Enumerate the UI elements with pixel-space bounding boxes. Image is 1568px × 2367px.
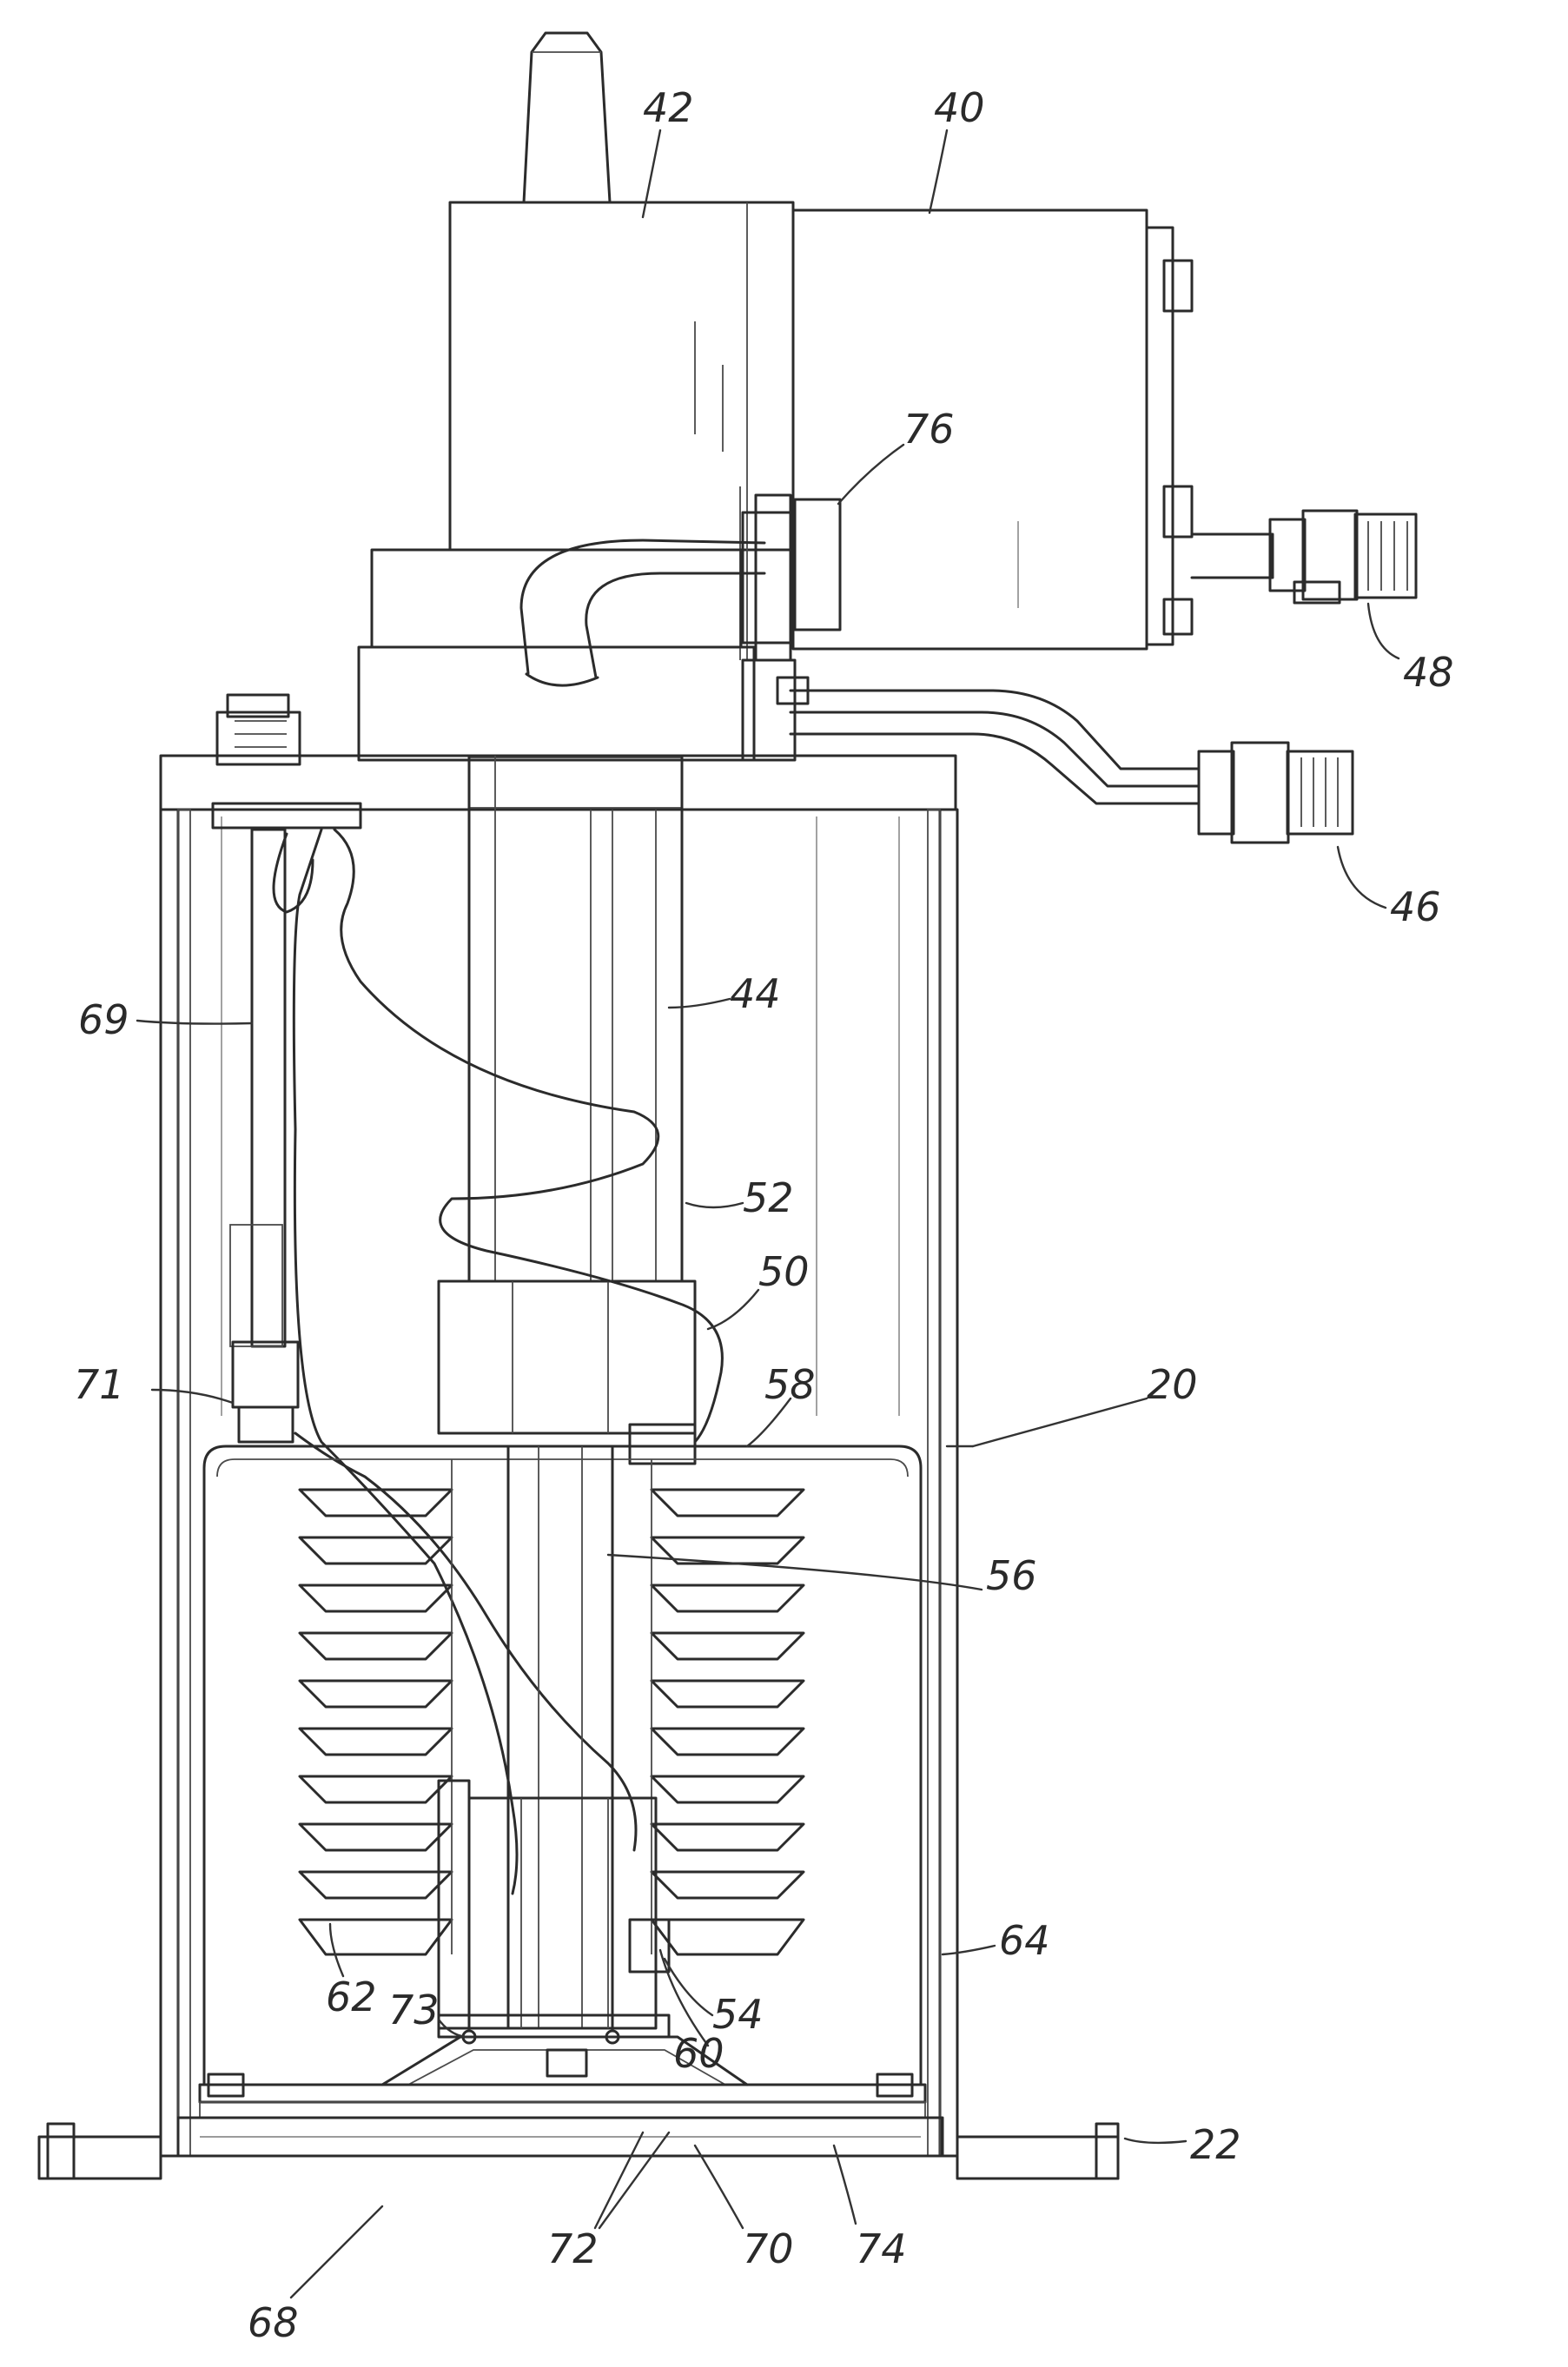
label-44: 44 <box>730 970 781 1017</box>
label-60: 60 <box>673 2030 724 2077</box>
label-42: 42 <box>643 84 694 131</box>
label-46: 46 <box>1390 883 1441 930</box>
label-69: 69 <box>78 996 129 1043</box>
label-68: 68 <box>248 2299 299 2346</box>
label-72: 72 <box>547 2225 599 2272</box>
label-74: 74 <box>856 2225 907 2272</box>
housing <box>39 695 1118 2179</box>
label-52: 52 <box>743 1174 794 1221</box>
label-40: 40 <box>934 84 985 131</box>
cooling-head-assembly <box>359 33 1416 843</box>
label-71: 71 <box>74 1361 125 1408</box>
label-62: 62 <box>326 1974 377 2020</box>
label-22: 22 <box>1190 2121 1241 2168</box>
label-48: 48 <box>1403 649 1454 696</box>
label-50: 50 <box>758 1248 810 1295</box>
label-58: 58 <box>764 1361 816 1408</box>
label-76: 76 <box>903 406 955 453</box>
label-64: 64 <box>999 1917 1050 1964</box>
label-56: 56 <box>986 1552 1037 1599</box>
label-73: 73 <box>388 1987 440 2033</box>
label-20: 20 <box>1147 1361 1198 1408</box>
reference-numerals: 42 40 76 48 46 69 44 52 50 71 58 20 56 6… <box>74 84 1454 2346</box>
label-70: 70 <box>743 2225 794 2272</box>
